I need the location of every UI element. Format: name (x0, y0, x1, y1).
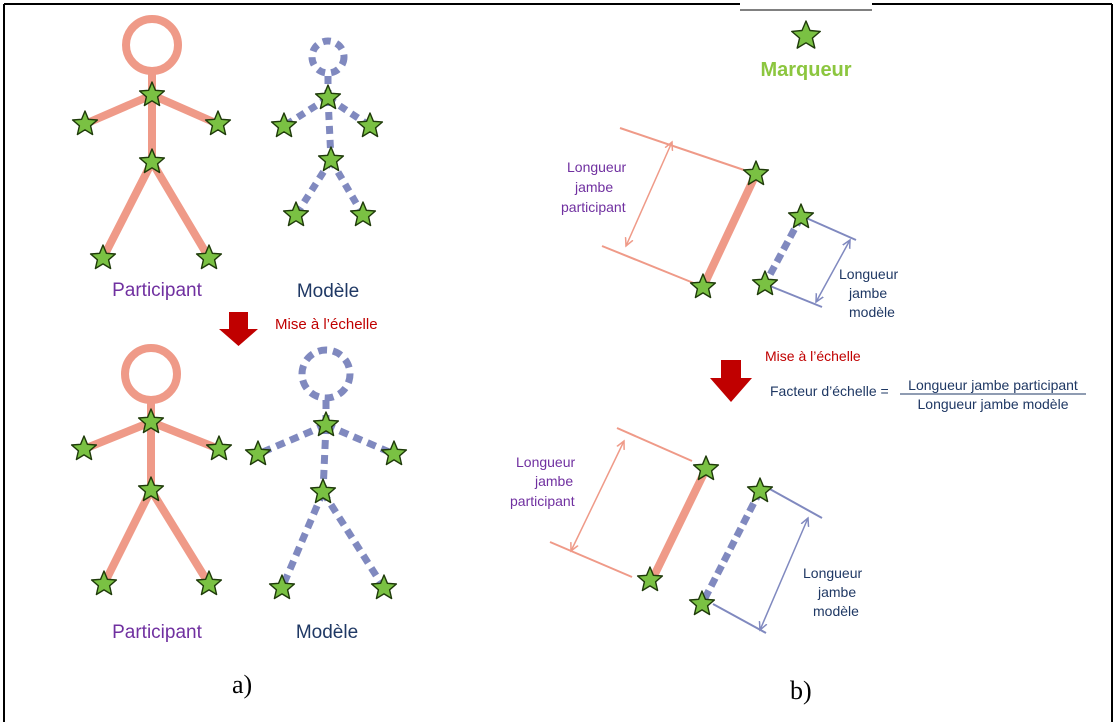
star-icon (742, 160, 770, 186)
star-icon (205, 435, 233, 461)
down-arrow-icon (219, 312, 258, 346)
model-leg-label-top-2: jambe (848, 285, 887, 301)
participant-leg-label-top-3: participant (561, 199, 626, 215)
star-icon (138, 148, 166, 174)
model-leg-label-top-3: modèle (849, 304, 895, 320)
star-icon (268, 574, 296, 600)
scale-factor-denominator: Longueur jambe modèle (918, 396, 1069, 412)
star-icon (751, 270, 779, 296)
marker-group (688, 477, 774, 616)
participant-leg-label-bottom-3: participant (510, 493, 575, 509)
star-icon (312, 411, 340, 437)
star-icon (137, 476, 165, 502)
model-figure-top (282, 37, 372, 217)
star-icon (270, 112, 298, 138)
star-icon (317, 146, 345, 172)
marker-group (636, 455, 720, 592)
scaling-label-b: Mise à l’échelle (765, 348, 861, 364)
marker-group (791, 20, 821, 49)
star-icon (349, 201, 377, 227)
participant-leg-top (601, 127, 760, 289)
star-icon (195, 244, 223, 270)
down-arrow-icon-b (710, 360, 752, 402)
model-leg-label-top-1: Longueur (839, 266, 899, 282)
star-icon (791, 20, 821, 49)
star-icon (314, 84, 342, 110)
star-icon (356, 112, 384, 138)
star-icon (688, 590, 716, 616)
panel-a-caption: a) (232, 670, 253, 699)
star-icon (309, 478, 337, 504)
star-icon (70, 435, 98, 461)
participant-leg-label-bottom-2: jambe (534, 473, 573, 489)
star-icon (380, 440, 408, 466)
participant-leg-bottom (549, 427, 710, 582)
star-icon (89, 244, 117, 270)
marker-group (70, 408, 233, 596)
model-leg-label-bottom-3: modèle (813, 603, 859, 619)
star-icon (244, 440, 272, 466)
panel-b: Marqueur Longueur jambe participant Long… (510, 20, 1086, 634)
participant-leg-label-bottom-1: Longueur (516, 454, 576, 470)
star-icon (282, 201, 310, 227)
star-icon (689, 273, 717, 299)
scale-factor-numerator: Longueur jambe participant (908, 377, 1078, 393)
star-icon (90, 570, 118, 596)
marker-legend-label: Marqueur (760, 59, 851, 81)
star-icon (71, 110, 99, 136)
model-leg-label-bottom-1: Longueur (803, 565, 863, 581)
model-leg-label-bottom-2: jambe (817, 584, 856, 600)
marker-group (71, 81, 232, 270)
participant-label-bottom: Participant (112, 622, 202, 643)
participant-figure-top (81, 15, 222, 262)
participant-leg-label-top-2: jambe (574, 179, 613, 195)
star-icon (195, 570, 223, 596)
model-label-top: Modèle (297, 281, 359, 302)
participant-leg-label-top-1: Longueur (567, 159, 627, 175)
marker-group (244, 411, 408, 600)
model-label-bottom: Modèle (296, 622, 358, 643)
star-icon (137, 408, 165, 434)
scaling-label-a: Mise à l’échelle (275, 316, 378, 333)
model-figure-bottom (256, 346, 396, 590)
participant-label-top: Participant (112, 280, 202, 301)
star-icon (636, 566, 664, 592)
figure-frame (3, 3, 1113, 722)
star-icon (692, 455, 720, 481)
panel-a: Participant Modèle Mise à l’échelle Part… (70, 15, 408, 643)
star-icon (746, 477, 774, 503)
model-leg-top (761, 215, 857, 308)
participant-figure-bottom (80, 344, 223, 588)
panel-b-caption: b) (790, 676, 812, 705)
star-icon (787, 203, 815, 229)
star-icon (138, 81, 166, 107)
scale-factor-prefix: Facteur d’échelle = (770, 383, 889, 399)
star-icon (204, 110, 232, 136)
star-icon (370, 574, 398, 600)
marker-group (270, 84, 384, 227)
marker-group (751, 203, 815, 296)
marker-group (689, 160, 770, 299)
model-leg-bottom (698, 487, 823, 634)
